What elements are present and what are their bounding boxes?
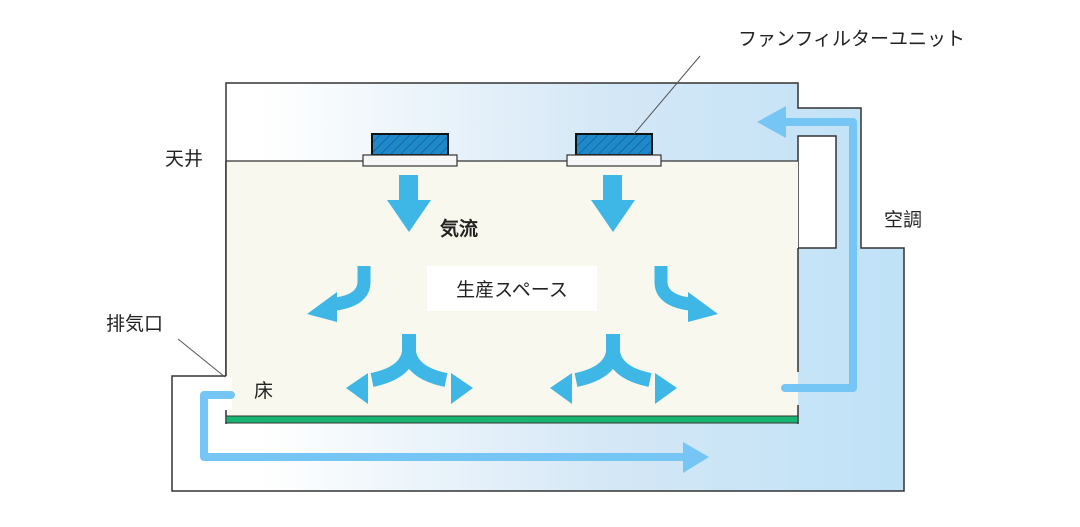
return-air-duct-arrow: [200, 106, 857, 473]
exhaust-label: 排気口: [106, 313, 163, 335]
airflow-curve-right-arrow: [654, 266, 718, 322]
fan-filter-unit-2: [566, 133, 662, 167]
ffu-leader-line: [633, 55, 701, 135]
floor-surface: [225, 415, 799, 424]
airflow-label: 気流: [440, 217, 478, 240]
ceiling-label: 天井: [165, 148, 203, 170]
fan-filter-unit-1: [362, 133, 458, 167]
return-chase: [797, 135, 837, 249]
ffu-label: ファンフィルターユニット: [738, 28, 965, 50]
hvac-label: 空調: [884, 209, 922, 231]
floor-label: 床: [254, 380, 273, 402]
airflow-down-arrow-1: [387, 175, 431, 232]
airflow-split-arrow-2: [550, 334, 677, 404]
airflow-down-arrow-2: [591, 175, 635, 232]
production-space-label: 生産スペース: [456, 279, 568, 301]
production-space-label-box: [427, 266, 597, 311]
airflow-curve-left-arrow: [307, 266, 371, 322]
exhaust-leader-line: [177, 338, 226, 378]
airflow-split-arrow-1: [346, 334, 473, 404]
